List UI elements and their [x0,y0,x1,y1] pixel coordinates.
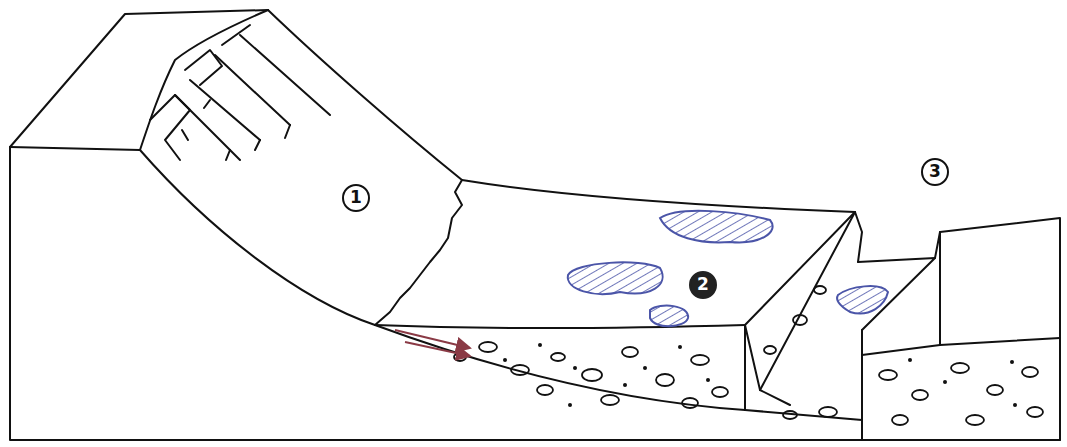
callout-number: 3 [921,158,949,186]
callout-number: 2 [689,271,717,299]
callout-number: 1 [342,184,370,212]
